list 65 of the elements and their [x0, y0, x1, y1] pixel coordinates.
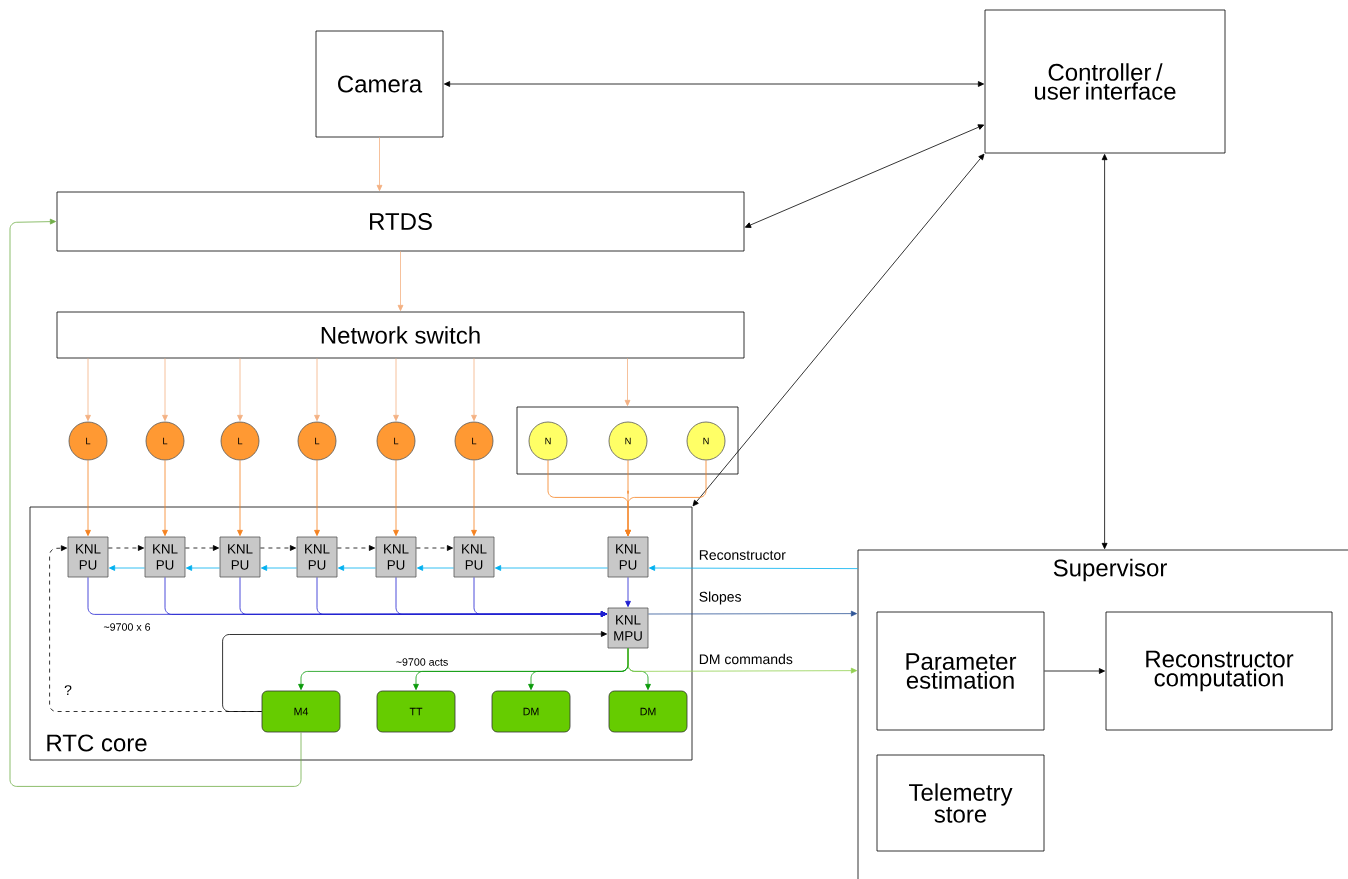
arrow [625, 577, 631, 608]
arrow [337, 545, 376, 551]
arrow [417, 565, 454, 571]
arrow [1101, 154, 1108, 550]
arrow [9, 218, 302, 787]
output-box: TT [376, 690, 456, 733]
edge-label: Reconstructor [697, 548, 788, 562]
process-box: RTDS [56, 191, 745, 252]
process-box: KNL PU [607, 536, 649, 578]
arrow [185, 545, 220, 551]
arrow [162, 358, 168, 422]
arrow [186, 565, 220, 571]
arrow [649, 565, 858, 571]
process-box: KNL PU [67, 536, 109, 578]
arrow [261, 565, 297, 571]
arrow [648, 610, 858, 617]
edge-label: DM commands [697, 652, 795, 666]
arrow [85, 358, 91, 422]
process-box: KNL PU [375, 536, 417, 578]
arrow [444, 81, 985, 87]
arrow [473, 577, 608, 617]
output-box: DM [608, 690, 688, 733]
bus-label: ~9700 x 6 [102, 621, 152, 633]
arrow [397, 251, 404, 312]
arrow [162, 460, 168, 537]
arrow [222, 631, 608, 712]
arrow [624, 358, 631, 407]
arrow [495, 565, 608, 571]
arrow [338, 565, 376, 571]
arrow [108, 545, 145, 551]
arrow [237, 358, 243, 422]
edge-label: ? [62, 683, 74, 697]
arrow [471, 460, 477, 537]
edge-label: Slopes [697, 590, 743, 606]
arrow [393, 358, 399, 422]
process-box: KNL PU [453, 536, 495, 578]
process-box: Camera [315, 30, 444, 138]
process-box: Network switch [56, 311, 745, 359]
arrow [314, 358, 320, 422]
process-box: KNL MPU [607, 607, 649, 649]
arrow [376, 137, 383, 192]
process-box: Parameter estimation [876, 611, 1045, 731]
arrow [416, 545, 454, 551]
arrow [314, 460, 320, 537]
arrow [260, 545, 297, 551]
output-box: DM [491, 690, 571, 733]
arrow [471, 358, 477, 422]
arrow [625, 460, 707, 537]
arrow [692, 153, 985, 507]
arrow [85, 460, 91, 537]
process-box: KNL PU [296, 536, 338, 578]
arrow [237, 460, 243, 537]
arrow [393, 460, 399, 537]
arrow [744, 124, 985, 228]
bus-label: ~9700 acts [394, 656, 450, 668]
arrow [108, 565, 145, 571]
process-box: KNL PU [144, 536, 186, 578]
arrow [1044, 668, 1106, 674]
arrow [49, 545, 262, 712]
process-box: Reconstructor computation [1105, 611, 1333, 731]
process-box: Telemetry store [876, 754, 1045, 852]
process-box: KNL PU [219, 536, 261, 578]
arrow [627, 648, 858, 674]
output-box: M4 [261, 690, 341, 733]
process-box: Controller / user interface [984, 9, 1226, 154]
